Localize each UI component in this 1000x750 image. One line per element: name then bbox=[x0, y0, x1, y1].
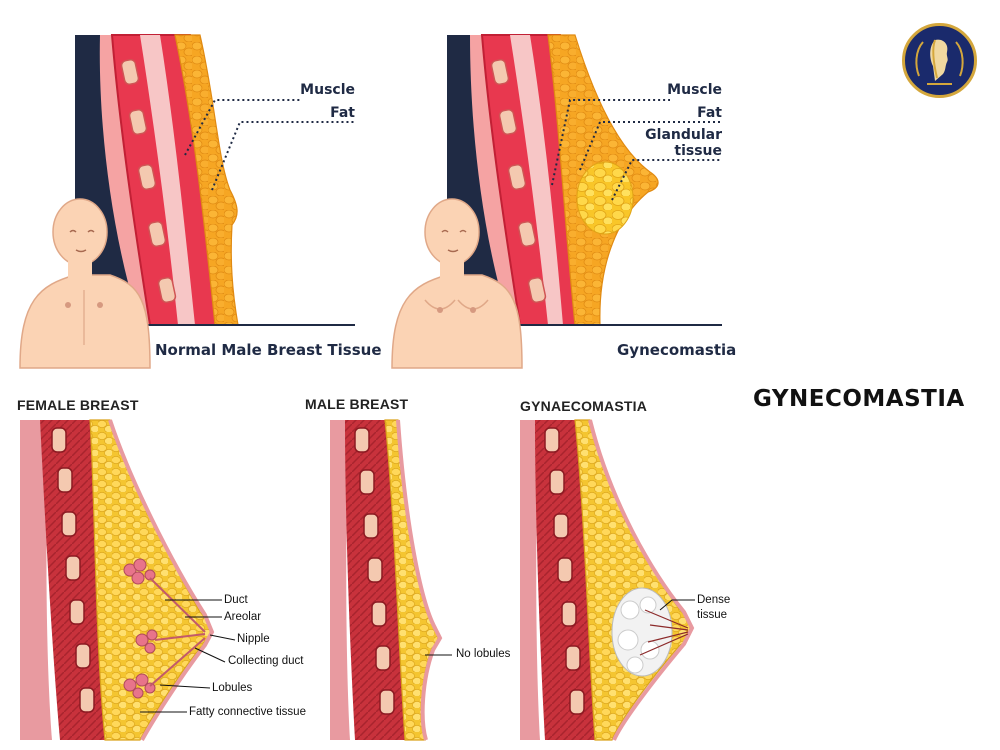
caption-normal-male: Normal Male Breast Tissue bbox=[155, 341, 382, 359]
label-nipple: Nipple bbox=[237, 633, 270, 645]
label-tissue-gyno: tissue bbox=[674, 143, 722, 159]
female-breast-diagram bbox=[20, 419, 236, 741]
label-fatty-connective-tissue: Fatty connective tissue bbox=[189, 706, 306, 718]
heading-female-breast: FEMALE BREAST bbox=[17, 397, 139, 413]
gynaecomastia-bottom-diagram bbox=[520, 419, 695, 741]
lobule-clusters bbox=[123, 558, 158, 699]
hair-profile-logo-icon bbox=[915, 39, 964, 85]
brand-logo bbox=[902, 23, 977, 98]
label-dense: Dense bbox=[697, 594, 731, 606]
label-tissue: tissue bbox=[697, 609, 728, 621]
heading-gynaecomastia: GYNAECOMASTIA bbox=[520, 398, 648, 414]
label-duct: Duct bbox=[224, 594, 248, 606]
label-no-lobules: No lobules bbox=[456, 648, 511, 660]
male-breast-diagram bbox=[330, 419, 452, 741]
label-areolar: Areolar bbox=[224, 611, 262, 623]
label-muscle-normal: Muscle bbox=[300, 82, 355, 98]
male-figure-icon bbox=[391, 198, 523, 369]
page-title: GYNECOMASTIA bbox=[753, 386, 965, 412]
label-glandular-gyno: Glandular bbox=[645, 127, 722, 143]
male-figure-icon bbox=[19, 198, 151, 369]
label-fat-gyno: Fat bbox=[697, 105, 722, 121]
label-muscle-gyno: Muscle bbox=[667, 82, 722, 98]
label-fat-normal: Fat bbox=[330, 105, 355, 121]
normal-male-diagram bbox=[19, 34, 355, 369]
caption-gynecomastia: Gynecomastia bbox=[617, 341, 737, 359]
label-collecting-duct: Collecting duct bbox=[228, 655, 304, 667]
dense-tissue-mass bbox=[611, 587, 673, 677]
label-lobules: Lobules bbox=[212, 682, 253, 694]
heading-male-breast: MALE BREAST bbox=[305, 396, 409, 412]
gynecomastia-top-diagram bbox=[391, 34, 722, 369]
rib-segments bbox=[120, 58, 177, 304]
